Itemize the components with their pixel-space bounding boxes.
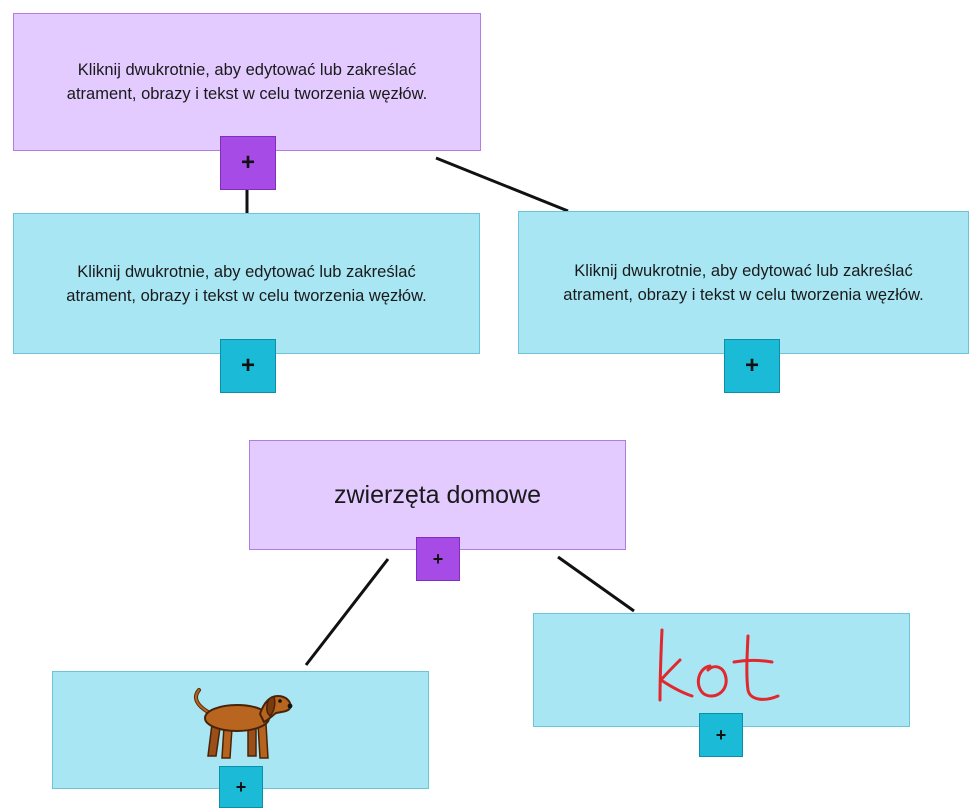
connector-line bbox=[304, 558, 390, 666]
root-node[interactable]: zwierzęta domowe bbox=[249, 440, 626, 550]
node-text: zwierzęta domowe bbox=[333, 480, 542, 509]
plus-icon: + bbox=[432, 548, 444, 569]
plus-icon: + bbox=[715, 724, 727, 745]
plus-icon: + bbox=[240, 352, 255, 379]
child-node-left[interactable]: Kliknij dwukrotnie, aby edytować lub zak… bbox=[13, 213, 480, 354]
plus-icon: + bbox=[744, 352, 759, 379]
plus-icon: + bbox=[235, 776, 247, 797]
add-node-button[interactable]: + bbox=[416, 537, 460, 581]
dog-image bbox=[194, 688, 293, 759]
node-text: Kliknij dwukrotnie, aby edytować lub zak… bbox=[66, 61, 428, 103]
add-node-button[interactable]: + bbox=[699, 713, 743, 757]
add-node-button[interactable]: + bbox=[220, 339, 276, 393]
add-node-button[interactable]: + bbox=[220, 136, 276, 190]
node-text: Kliknij dwukrotnie, aby edytować lub zak… bbox=[563, 261, 924, 304]
connector-line bbox=[557, 555, 635, 613]
add-node-button[interactable]: + bbox=[219, 766, 263, 808]
node-text: Kliknij dwukrotnie, aby edytować lub zak… bbox=[66, 262, 427, 305]
plus-icon: + bbox=[240, 149, 255, 176]
child-node-right[interactable]: Kliknij dwukrotnie, aby edytować lub zak… bbox=[518, 211, 969, 354]
root-node[interactable]: Kliknij dwukrotnie, aby edytować lub zak… bbox=[13, 13, 481, 151]
add-node-button[interactable]: + bbox=[724, 339, 780, 393]
connector-line bbox=[435, 156, 569, 213]
ink-text-kot bbox=[658, 628, 780, 702]
